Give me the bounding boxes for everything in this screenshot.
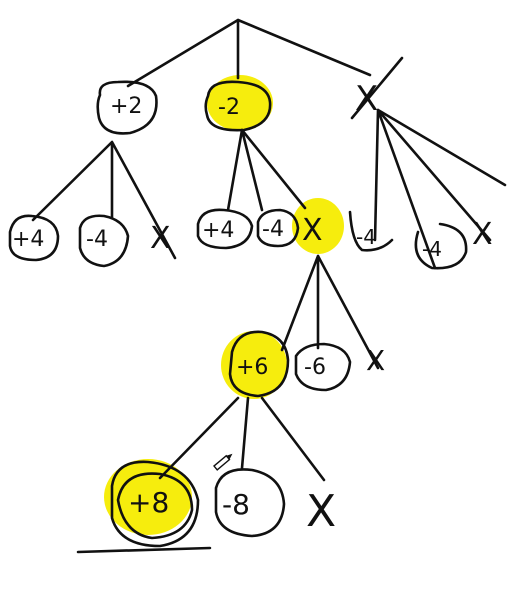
node-x-level4: X: [306, 486, 336, 537]
svg-text:X: X: [302, 213, 323, 248]
edges-minus2-children: [226, 128, 307, 212]
svg-text:-8: -8: [222, 488, 250, 521]
node-plus4-left: +4: [8, 214, 60, 262]
svg-text:+2: +2: [110, 94, 142, 119]
svg-text:+8: +8: [128, 486, 169, 519]
underline-plus8: [76, 546, 212, 554]
node-minus2: -2: [204, 80, 272, 132]
svg-text:+4: +4: [202, 218, 234, 243]
svg-text:X: X: [366, 344, 385, 377]
node-x-level3: X: [366, 344, 385, 377]
highlight-node-x-middle: [292, 198, 344, 254]
node-plus6: +6: [228, 330, 290, 398]
edges-x-children: [373, 108, 507, 270]
svg-text:+4: +4: [12, 227, 44, 252]
node-minus4-right-b: -4: [414, 222, 468, 270]
svg-text:-6: -6: [304, 355, 326, 380]
svg-text:+6: +6: [236, 355, 268, 380]
edges-plus2-children: [31, 140, 177, 260]
highlight-node-minus2: [207, 75, 273, 131]
node-x-right: X: [472, 217, 493, 252]
node-x-left: X: [150, 221, 171, 256]
node-minus4-right-a: -4: [348, 210, 394, 252]
node-x-middle: X: [302, 213, 323, 248]
node-minus4-middle: -4: [256, 208, 300, 248]
svg-text:X: X: [306, 486, 336, 537]
svg-text:-2: -2: [218, 95, 240, 120]
svg-text:X: X: [472, 217, 493, 252]
svg-text:-4: -4: [86, 227, 108, 252]
node-plus8: +8: [110, 460, 200, 548]
edges-plus6-children: [158, 396, 326, 482]
node-plus4-middle: +4: [196, 208, 254, 250]
svg-text:-4: -4: [262, 217, 284, 242]
node-plus2: +2: [96, 80, 158, 135]
node-minus8: -8: [214, 468, 286, 538]
highlight-node-plus6: [221, 331, 287, 399]
node-x-crossed: X: [350, 56, 404, 120]
node-minus6: -6: [294, 342, 352, 392]
edges-x-middle-children: [280, 254, 380, 370]
svg-text:X: X: [150, 221, 171, 256]
svg-text:-4: -4: [356, 225, 376, 249]
svg-text:-4: -4: [422, 237, 442, 261]
pen-cursor-icon: [213, 453, 233, 471]
node-minus4-left: -4: [78, 214, 130, 268]
